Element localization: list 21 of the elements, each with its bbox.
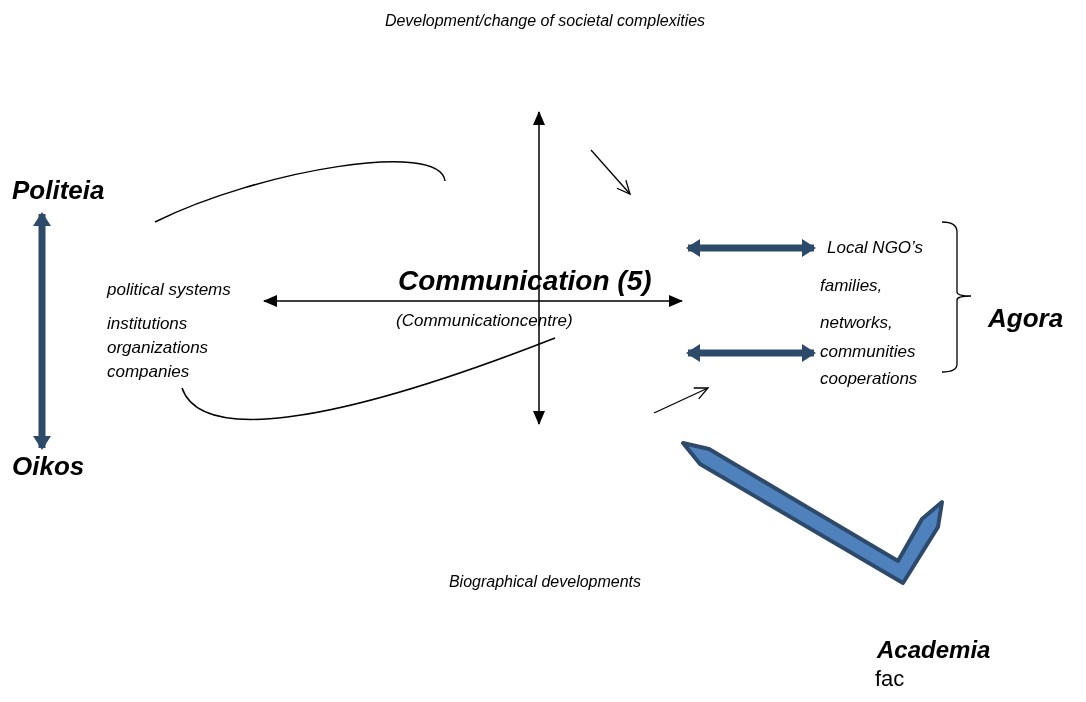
double-arrow (686, 344, 816, 362)
oikos-label: Oikos (12, 452, 85, 482)
organizations-text: organizations (107, 338, 209, 358)
political-systems-text: political systems (107, 280, 231, 300)
agora-label: Agora (988, 304, 1064, 334)
checkmark-shape (681, 441, 944, 585)
academia-label: Academia (877, 636, 991, 664)
local-ngos-text: Local NGO’s (827, 238, 924, 258)
companies-text: companies (107, 362, 190, 382)
institutions-text: institutions (107, 314, 188, 334)
politeia-label: Politeia (12, 176, 105, 206)
communities-text: communities (820, 342, 916, 362)
cooperations-text: cooperations (820, 369, 918, 389)
axis-label: Development/change of societal complexities (384, 12, 706, 31)
faculty-text: fac (875, 666, 905, 692)
families-text: families, (820, 276, 883, 296)
double-arrow (33, 212, 51, 450)
curved-connector (181, 337, 556, 420)
networks-text: networks, (820, 313, 893, 333)
double-arrow (686, 239, 816, 257)
axis-label: Biographical developments (448, 573, 642, 592)
